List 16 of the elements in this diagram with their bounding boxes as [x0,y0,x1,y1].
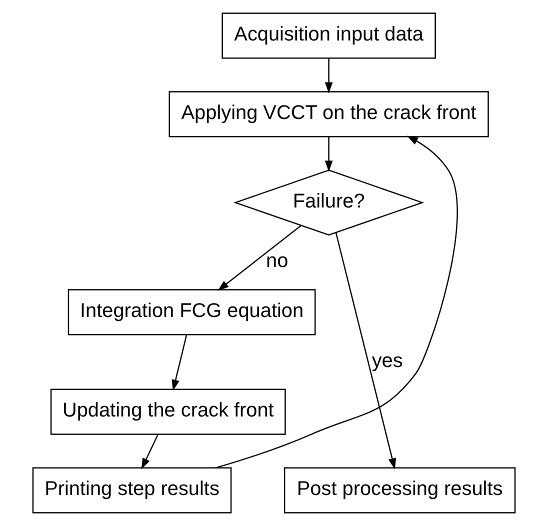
node-box: Acquisition input data [221,12,436,59]
arrow [324,58,332,94]
node-box: Integration FCG equation [67,289,316,336]
node-box: Printing step results [32,467,232,514]
node-box: Applying VCCT on the crack front [168,91,488,138]
node-box: Post processing results [283,467,516,514]
node-box: Updating the crack front [50,388,286,435]
edge-label: no [266,250,288,272]
node-diamond: Failure? [232,170,424,236]
edge-label: yes [371,350,402,372]
arrow [214,136,458,468]
arrow [334,232,396,470]
arrow [324,136,332,172]
arrow [217,225,301,291]
arrow [171,334,187,391]
arrow [140,434,158,470]
